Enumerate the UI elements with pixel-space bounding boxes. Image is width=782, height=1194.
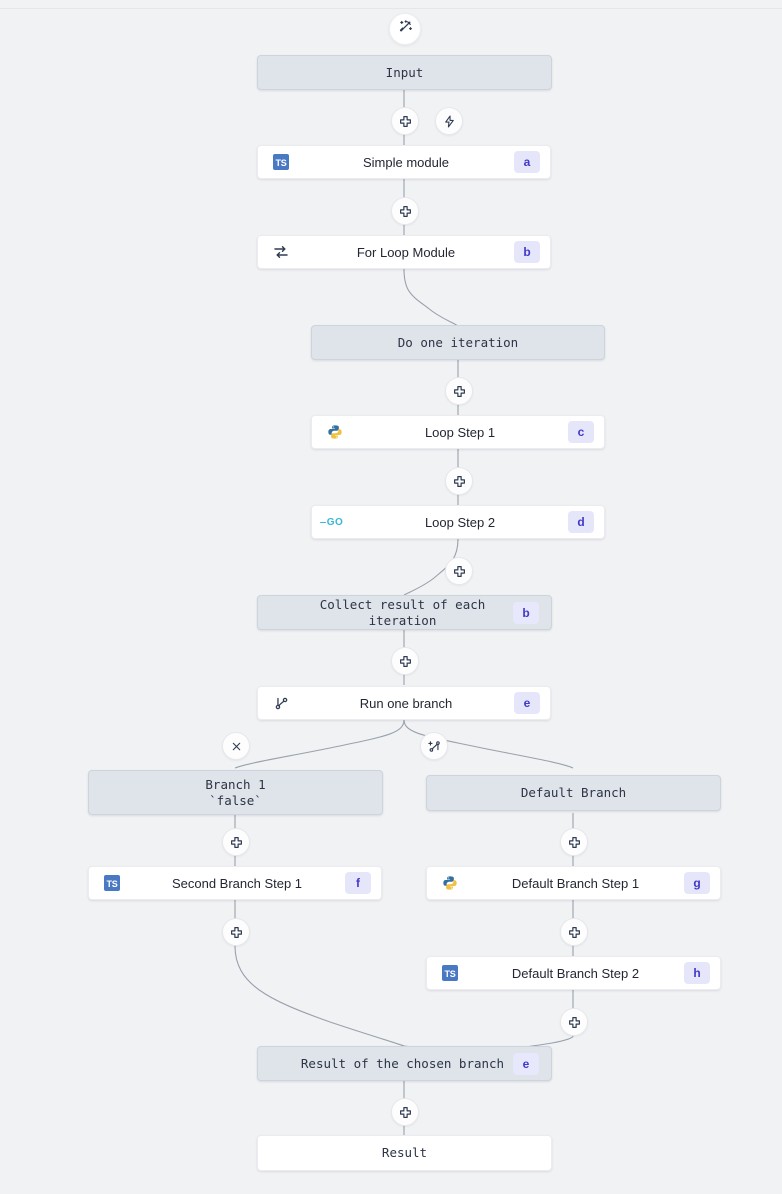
node-label: Collect result of each iteration bbox=[319, 596, 486, 628]
node-badge: b bbox=[514, 241, 540, 263]
plus-icon bbox=[230, 926, 243, 939]
node-badge: e bbox=[514, 692, 540, 714]
node-default-branch-step-2[interactable]: TS Default Branch Step 2 h bbox=[426, 956, 721, 990]
close-icon bbox=[231, 741, 242, 752]
node-label: Result bbox=[381, 1145, 428, 1160]
node-label: Default Branch bbox=[520, 785, 627, 800]
add-branch-button[interactable] bbox=[420, 732, 448, 760]
node-label: For Loop Module bbox=[356, 244, 456, 260]
add-in-iteration-button[interactable] bbox=[445, 377, 473, 405]
magic-wand-button[interactable] bbox=[389, 13, 421, 45]
node-default-branch-step-1[interactable]: Default Branch Step 1 g bbox=[426, 866, 721, 900]
node-label: Input bbox=[385, 64, 424, 80]
plus-icon bbox=[568, 836, 581, 849]
node-badge: e bbox=[513, 1052, 539, 1075]
node-badge: c bbox=[568, 421, 594, 443]
node-input[interactable]: Input bbox=[257, 55, 552, 90]
add-after-secondstep1-button[interactable] bbox=[222, 918, 250, 946]
node-badge: f bbox=[345, 872, 371, 894]
node-collect-result[interactable]: Collect result of each iteration b bbox=[257, 595, 552, 630]
add-after-defstep1-button[interactable] bbox=[560, 918, 588, 946]
node-badge: h bbox=[684, 962, 710, 984]
add-branch-icon bbox=[427, 739, 442, 754]
add-after-loopstep2-button[interactable] bbox=[445, 557, 473, 585]
magic-wand-icon bbox=[398, 19, 413, 39]
node-loop-step-1[interactable]: Loop Step 1 c bbox=[311, 415, 605, 449]
node-badge: a bbox=[514, 151, 540, 173]
node-branch-1[interactable]: Branch 1 `false` bbox=[88, 770, 383, 815]
node-label: Result of the chosen branch bbox=[300, 1055, 505, 1071]
add-in-branch1-button[interactable] bbox=[222, 828, 250, 856]
loop-icon bbox=[264, 243, 298, 261]
add-after-chosen-button[interactable] bbox=[391, 1098, 419, 1126]
node-label: Simple module bbox=[363, 154, 449, 170]
top-divider bbox=[0, 8, 782, 9]
plus-icon bbox=[230, 836, 243, 849]
node-label: Loop Step 1 bbox=[424, 424, 496, 440]
node-label: Default Branch Step 2 bbox=[511, 965, 640, 981]
plus-icon bbox=[568, 1016, 581, 1029]
node-second-branch-step-1[interactable]: TS Second Branch Step 1 f bbox=[88, 866, 382, 900]
remove-branch-button[interactable] bbox=[222, 732, 250, 760]
node-label: Second Branch Step 1 bbox=[171, 875, 303, 891]
node-label: Do one iteration bbox=[397, 334, 519, 350]
plus-icon bbox=[453, 385, 466, 398]
plus-icon bbox=[399, 115, 412, 128]
python-icon bbox=[433, 875, 467, 891]
node-label: Default Branch Step 1 bbox=[511, 875, 640, 891]
plus-icon bbox=[399, 655, 412, 668]
add-after-simple-button[interactable] bbox=[391, 197, 419, 225]
node-badge: b bbox=[513, 601, 539, 624]
lightning-icon bbox=[443, 115, 456, 128]
typescript-icon: TS bbox=[95, 875, 129, 891]
typescript-icon: TS bbox=[433, 965, 467, 981]
plus-icon bbox=[453, 475, 466, 488]
node-result-chosen-branch[interactable]: Result of the chosen branch e bbox=[257, 1046, 552, 1081]
add-after-input-button[interactable] bbox=[391, 107, 419, 135]
typescript-icon: TS bbox=[264, 154, 298, 170]
go-icon: GO bbox=[319, 516, 344, 528]
branch-icon bbox=[264, 695, 298, 712]
add-after-defstep2-button[interactable] bbox=[560, 1008, 588, 1036]
node-do-one-iteration[interactable]: Do one iteration bbox=[311, 325, 605, 360]
add-after-loopstep1-button[interactable] bbox=[445, 467, 473, 495]
node-result[interactable]: Result bbox=[257, 1135, 552, 1171]
node-label: Branch 1 `false` bbox=[205, 776, 266, 808]
plus-icon bbox=[453, 565, 466, 578]
python-icon bbox=[318, 424, 352, 440]
node-loop-step-2[interactable]: GO Loop Step 2 d bbox=[311, 505, 605, 539]
node-badge: d bbox=[568, 511, 594, 533]
plus-icon bbox=[399, 205, 412, 218]
node-run-one-branch[interactable]: Run one branch e bbox=[257, 686, 551, 720]
node-label: Run one branch bbox=[359, 695, 453, 711]
node-default-branch[interactable]: Default Branch bbox=[426, 775, 721, 811]
node-simple-module[interactable]: TS Simple module a bbox=[257, 145, 551, 179]
node-for-loop-module[interactable]: For Loop Module b bbox=[257, 235, 551, 269]
plus-icon bbox=[399, 1106, 412, 1119]
trigger-after-input-button[interactable] bbox=[435, 107, 463, 135]
add-in-defaultbranch-button[interactable] bbox=[560, 828, 588, 856]
add-after-collect-button[interactable] bbox=[391, 647, 419, 675]
node-badge: g bbox=[684, 872, 710, 894]
plus-icon bbox=[568, 926, 581, 939]
node-label: Loop Step 2 bbox=[424, 514, 496, 530]
